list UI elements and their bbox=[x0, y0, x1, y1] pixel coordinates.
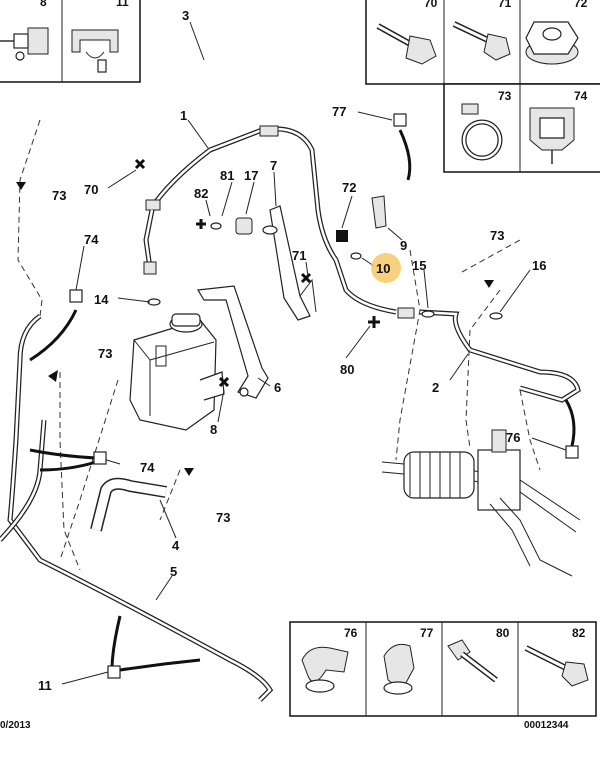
assembly-dashed-lines bbox=[17, 119, 541, 571]
return-pipe-3 bbox=[35, 42, 471, 271]
label-15: 15 bbox=[412, 258, 426, 273]
label-9: 9 bbox=[400, 238, 407, 253]
label-73-right: 73 bbox=[490, 228, 504, 243]
label-2: 2 bbox=[432, 380, 439, 395]
seal-10-icon bbox=[350, 252, 362, 260]
cell-number-72: 72 bbox=[574, 0, 588, 10]
label-72: 72 bbox=[342, 180, 356, 195]
fitting-81-icon bbox=[210, 222, 222, 230]
label-5: 5 bbox=[170, 564, 177, 579]
pipe-5 bbox=[0, 313, 274, 702]
steering-rack bbox=[381, 429, 581, 577]
flange-nut-icon bbox=[525, 21, 579, 65]
pipe-2 bbox=[419, 309, 581, 403]
cell-number-70: 70 bbox=[424, 0, 438, 10]
hose-clamp-icon bbox=[461, 103, 503, 161]
label-10: 10 bbox=[376, 261, 390, 276]
flange-bolt-icon bbox=[376, 23, 437, 65]
cell-number-73: 73 bbox=[498, 89, 512, 103]
label-74-top: 74 bbox=[84, 232, 99, 247]
footer-code: 00012344 bbox=[524, 720, 569, 731]
cell-number-8: 8 bbox=[40, 0, 47, 9]
top-right-parts-box: 70 71 72 bbox=[365, 0, 600, 85]
banjo-fittings bbox=[147, 195, 503, 320]
highlight-marker bbox=[371, 253, 401, 283]
label-17: 17 bbox=[244, 168, 258, 183]
label-77: 77 bbox=[332, 104, 346, 119]
label-16: 16 bbox=[532, 258, 546, 273]
mid-right-parts-box: 73 74 bbox=[443, 83, 600, 173]
bolt-80-icon bbox=[447, 639, 498, 683]
pipe-clip-76-icon bbox=[301, 646, 349, 693]
label-8: 8 bbox=[210, 422, 217, 437]
cell-number-71: 71 bbox=[498, 0, 512, 10]
label-74-bottom: 74 bbox=[140, 460, 155, 475]
label-80: 80 bbox=[340, 362, 354, 377]
label-6: 6 bbox=[274, 380, 281, 395]
label-1: 1 bbox=[180, 108, 187, 123]
footer-date: 0/2013 bbox=[0, 720, 31, 731]
label-73-mid: 73 bbox=[98, 346, 112, 361]
label-70: 70 bbox=[84, 182, 98, 197]
square-nut-72-icon bbox=[336, 230, 348, 242]
cell-number-74: 74 bbox=[574, 89, 588, 103]
cell-number-82: 82 bbox=[572, 626, 586, 640]
bolt-icon bbox=[452, 21, 511, 61]
label-11: 11 bbox=[38, 678, 52, 693]
leader-lines bbox=[61, 21, 567, 685]
square-markers bbox=[69, 113, 579, 679]
label-73-left: 73 bbox=[52, 188, 66, 203]
label-82: 82 bbox=[194, 186, 208, 201]
pipe-clip-icon bbox=[71, 29, 119, 73]
top-left-parts-box: 8 11 bbox=[0, 0, 141, 83]
fitting-17-icon bbox=[235, 217, 253, 235]
fluid-reservoir bbox=[129, 313, 225, 431]
cell-number-80: 80 bbox=[496, 626, 510, 640]
label-76: 76 bbox=[506, 430, 520, 445]
bracket-6 bbox=[197, 285, 269, 399]
pressure-pipe-1 bbox=[143, 125, 397, 315]
label-7: 7 bbox=[270, 158, 277, 173]
cell-number-77: 77 bbox=[420, 626, 434, 640]
seal-16-icon bbox=[489, 312, 503, 320]
support-clip-icon bbox=[529, 107, 575, 164]
union-fitting-icon bbox=[0, 27, 49, 61]
label-14: 14 bbox=[94, 292, 109, 307]
label-73-bottom: 73 bbox=[216, 510, 230, 525]
cell-number-11: 11 bbox=[116, 0, 129, 9]
label-4: 4 bbox=[172, 538, 180, 553]
thick-pointers bbox=[29, 129, 576, 672]
pipe-clip-77-icon bbox=[383, 643, 415, 695]
cell-number-76: 76 bbox=[344, 626, 358, 640]
label-81: 81 bbox=[220, 168, 234, 183]
label-3: 3 bbox=[182, 8, 189, 23]
bolt-82-icon bbox=[524, 645, 589, 687]
hose-4 bbox=[90, 477, 167, 532]
bleed-screw-9-icon bbox=[371, 195, 387, 229]
label-71: 71 bbox=[292, 248, 306, 263]
bracket-7 bbox=[269, 205, 317, 321]
seal-15-icon bbox=[421, 310, 435, 318]
bottom-right-parts-box: 76 77 80 82 bbox=[289, 621, 597, 717]
part-labels: 3 1 70 73 81 17 7 82 72 77 9 10 15 73 16… bbox=[38, 8, 546, 693]
cross-markers bbox=[134, 158, 380, 388]
triangle-markers bbox=[16, 182, 494, 476]
